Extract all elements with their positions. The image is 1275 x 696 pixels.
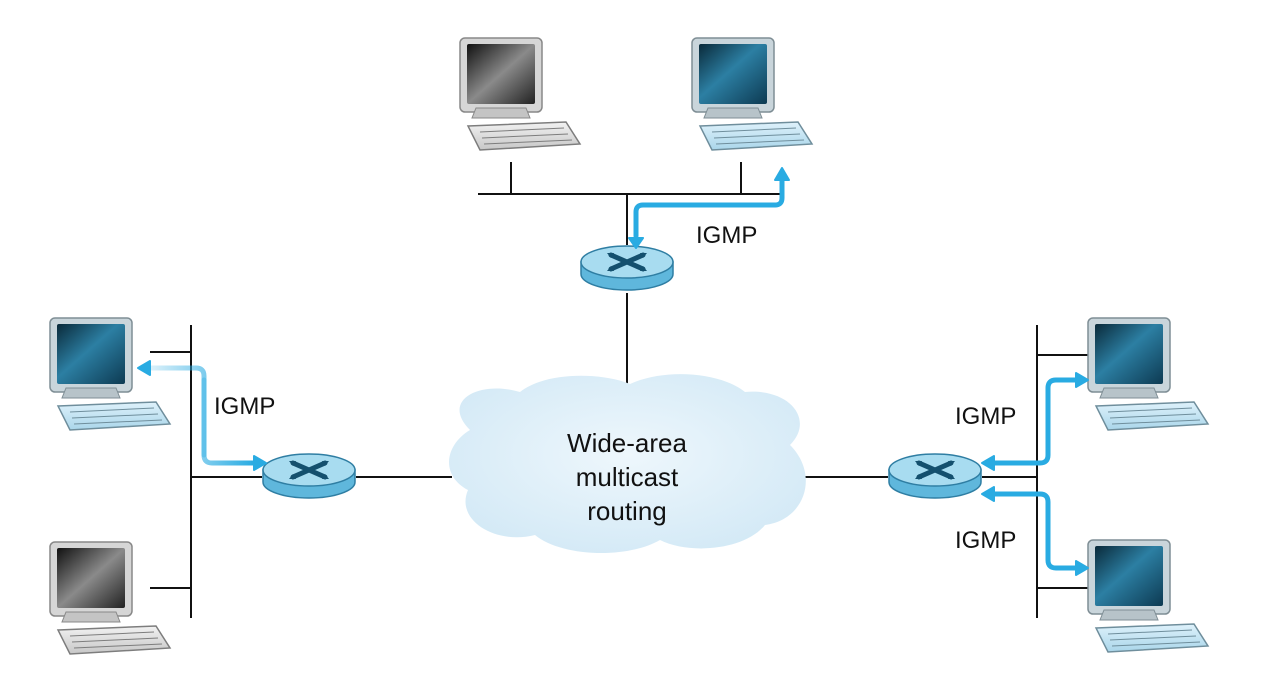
igmp-arrows (137, 167, 1089, 576)
igmp-label-top: IGMP (696, 222, 757, 249)
cloud-label-line3: routing (587, 496, 667, 526)
desktop-computer-icon (49, 317, 171, 431)
igmp-label-left: IGMP (214, 393, 275, 420)
router-icon (581, 246, 673, 290)
cloud-label-line1: Wide-area (567, 428, 687, 458)
desktop-computer-icon (1087, 539, 1209, 653)
router-icon (263, 454, 355, 498)
cloud-label-line2: multicast (576, 462, 679, 492)
desktop-computer-icon (459, 37, 581, 151)
wide-area-cloud: Wide-area multicast routing (449, 374, 806, 554)
igmp-label-right-upper: IGMP (955, 403, 1016, 430)
desktop-computer-icon (691, 37, 813, 151)
network-wires (150, 162, 1088, 618)
desktop-computer-icon (1087, 317, 1209, 431)
desktop-computer-icon (49, 541, 171, 655)
router-icon (889, 454, 981, 498)
igmp-label-right-lower: IGMP (955, 527, 1016, 554)
